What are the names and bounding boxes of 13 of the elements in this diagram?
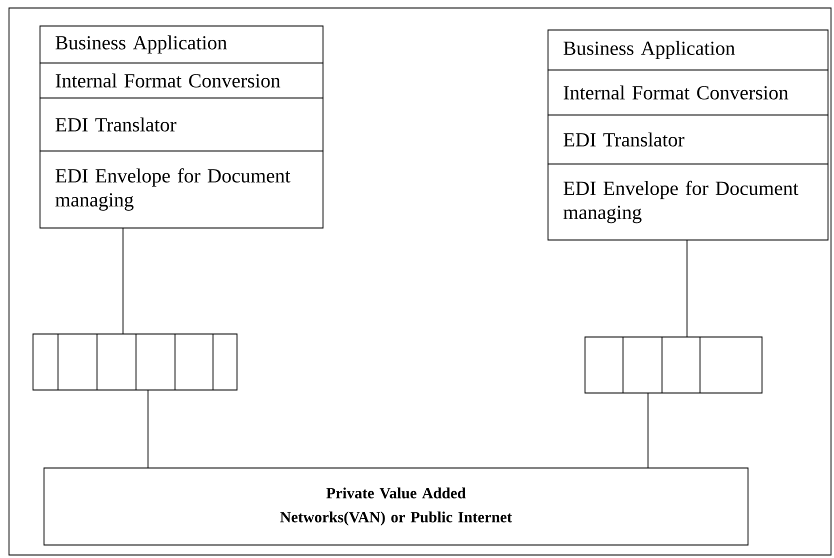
layer-box: Business Application <box>40 26 324 64</box>
queue-drawing <box>32 334 238 390</box>
layer-box: Business Application <box>548 30 828 70</box>
layer-box: EDI Envelope for Document managing <box>40 150 324 228</box>
queue-drawing <box>584 336 762 394</box>
connector-line <box>122 228 124 334</box>
network-box: Private Value Added Networks(VAN) or Public Internet <box>44 468 748 546</box>
layer-box: Internal Format Conversion <box>40 62 324 98</box>
layer-box: EDI Translator <box>548 114 828 164</box>
layer-box: EDI Envelope for Document managing <box>548 164 828 240</box>
layer-box: EDI Translator <box>40 98 324 152</box>
layer-box: Internal Format Conversion <box>548 70 828 116</box>
connector-line <box>686 240 688 337</box>
